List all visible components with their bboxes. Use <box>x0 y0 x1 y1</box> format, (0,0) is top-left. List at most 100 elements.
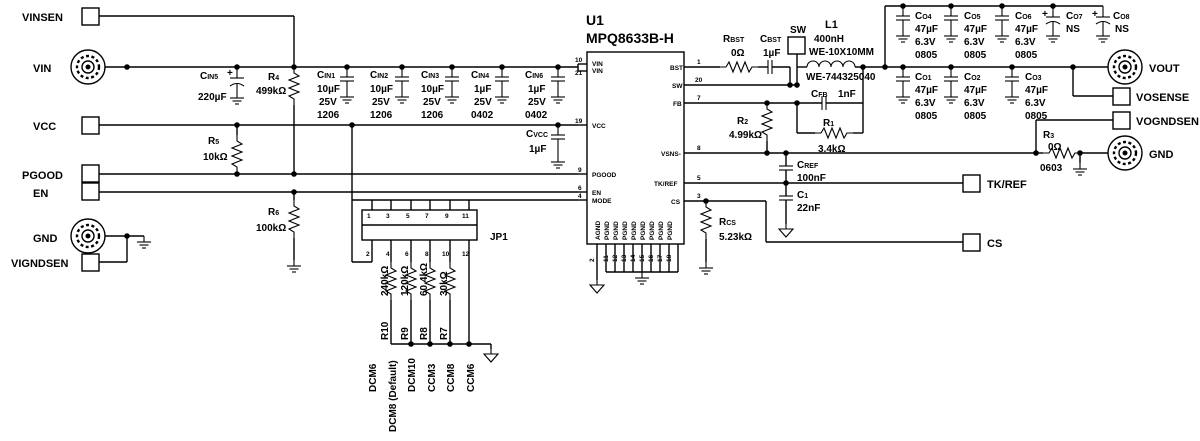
co8-value: NS <box>1115 24 1129 35</box>
vinsen-label: VINSEN <box>22 12 63 24</box>
r1-value: 3.4kΩ <box>818 144 845 155</box>
pin-pgood: PGOOD <box>592 172 617 179</box>
mode-label: DCM6 <box>368 363 379 392</box>
svg-text:6: 6 <box>405 251 409 258</box>
vigndsen-terminal[interactable] <box>81 253 100 272</box>
cref-ref: CREF <box>797 160 819 171</box>
svg-text:+: + <box>1042 9 1048 20</box>
co8-ref: CO8 <box>1113 11 1130 22</box>
l1-ref: L1 <box>825 19 838 31</box>
mode-label: CCM3 <box>427 363 438 392</box>
co7-capacitor: + <box>1042 6 1061 43</box>
r9-ref: R9 <box>400 327 411 340</box>
vcc-terminal[interactable] <box>81 116 100 135</box>
gnd-right-coax-connector[interactable] <box>1106 134 1144 172</box>
r5-ref: R5 <box>208 136 219 147</box>
r10-ref: R10 <box>380 321 391 340</box>
co2-ref: CO2 <box>964 72 981 83</box>
pin-bst: BST <box>670 65 683 72</box>
jp1-label: JP1 <box>490 232 508 243</box>
r2-value: 4.99kΩ <box>729 130 762 141</box>
l1-v2: WE-10X10MM <box>809 47 874 58</box>
cin4-capacitor <box>494 66 510 104</box>
co7-ref: CO7 <box>1066 11 1083 22</box>
ground-icon <box>550 155 566 169</box>
cin2-v3: 1206 <box>370 110 393 121</box>
cin5-value: 220µF <box>198 92 227 103</box>
vout-coax-connector[interactable] <box>1106 48 1144 86</box>
sw-test-point[interactable] <box>787 36 806 55</box>
r3-ref: R3 <box>1043 130 1054 141</box>
cin3-v1: 10µF <box>421 84 444 95</box>
ic-u1[interactable] <box>586 51 685 245</box>
pin-num-cs: 3 <box>697 193 701 200</box>
co3-capacitor <box>1004 66 1020 104</box>
cin4-v2: 25V <box>474 97 492 108</box>
co4-ref: CO4 <box>915 11 932 22</box>
vosense-terminal[interactable] <box>1112 87 1131 106</box>
pin-sw: SW <box>672 83 683 90</box>
en-label: EN <box>33 188 48 200</box>
svg-text:+: + <box>227 68 233 79</box>
pin-num-mode: 4 <box>578 193 582 200</box>
c1-ref: C1 <box>797 190 808 201</box>
svg-text:12: 12 <box>462 251 470 258</box>
ground-icon <box>286 259 302 273</box>
cs-label: CS <box>987 238 1002 250</box>
co1-v3: 0805 <box>915 111 938 122</box>
cin1-ref: CIN1 <box>317 70 335 81</box>
rbst-value: 0Ω <box>731 48 745 59</box>
svg-text:2: 2 <box>366 251 370 258</box>
cin1-v3: 1206 <box>317 110 340 121</box>
r1-resistor <box>814 127 854 139</box>
co1-ref: CO1 <box>915 72 932 83</box>
cbst-ref: CBST <box>760 34 782 45</box>
r8-value: 60.4kΩ <box>419 263 430 296</box>
cvcc-ref: CVCC <box>526 129 548 140</box>
vin-coax-connector[interactable] <box>69 48 107 86</box>
rbst-ref: RBST <box>723 34 745 45</box>
co3-v2: 6.3V <box>1025 98 1046 109</box>
pgood-terminal[interactable] <box>81 164 100 183</box>
tkref-terminal[interactable] <box>962 174 981 193</box>
pin-vsns: VSNS- <box>661 151 681 158</box>
co5-capacitor <box>943 5 959 43</box>
co3-v3: 0805 <box>1025 111 1048 122</box>
l1-v3: WE-744325040 <box>806 72 876 83</box>
vinsen-terminal[interactable] <box>81 7 100 26</box>
tkref-label: TK/REF <box>987 179 1027 191</box>
pin-en: EN <box>592 190 601 197</box>
mode-label: DCM8 (Default) <box>388 360 399 432</box>
rcs-value: 5.23kΩ <box>719 232 752 243</box>
cin2-v2: 25V <box>372 97 390 108</box>
en-terminal[interactable] <box>81 182 100 201</box>
svg-text:PGND: PGND <box>622 221 629 240</box>
cin5-ref: CIN5 <box>200 71 218 82</box>
l1-inductor <box>806 60 856 68</box>
r7-ref: R7 <box>439 327 450 340</box>
r1-ref: R1 <box>823 118 834 129</box>
r2-ref: R2 <box>737 116 748 127</box>
analog-ground-icon <box>589 279 605 294</box>
vigndsen-label: VIGNDSEN <box>11 258 69 270</box>
cin4-v3: 0402 <box>471 110 494 121</box>
svg-text:PGND: PGND <box>667 221 674 240</box>
c1-value: 22nF <box>797 203 820 214</box>
svg-text:11: 11 <box>462 213 469 220</box>
gnd-left-coax-connector[interactable] <box>69 217 107 255</box>
vogndsen-terminal[interactable] <box>1112 111 1131 130</box>
cin1-capacitor <box>339 66 355 104</box>
gnd-left-label: GND <box>33 233 58 245</box>
cfb-value: 1nF <box>838 89 856 100</box>
svg-text:10: 10 <box>442 251 450 258</box>
cin1-v1: 10µF <box>317 84 340 95</box>
co5-v3: 0805 <box>964 50 987 61</box>
cbst-value: 1µF <box>763 48 780 59</box>
svg-text:1: 1 <box>367 213 371 220</box>
mode-labels: DCM6 DCM8 (Default) DCM10 CCM3 CCM8 CCM6 <box>368 358 477 432</box>
pin-vin: VIN <box>592 61 603 68</box>
pin-num-vin2: 21 <box>575 70 583 77</box>
vosense-label: VOSENSE <box>1136 92 1189 104</box>
cs-terminal[interactable] <box>962 233 981 252</box>
